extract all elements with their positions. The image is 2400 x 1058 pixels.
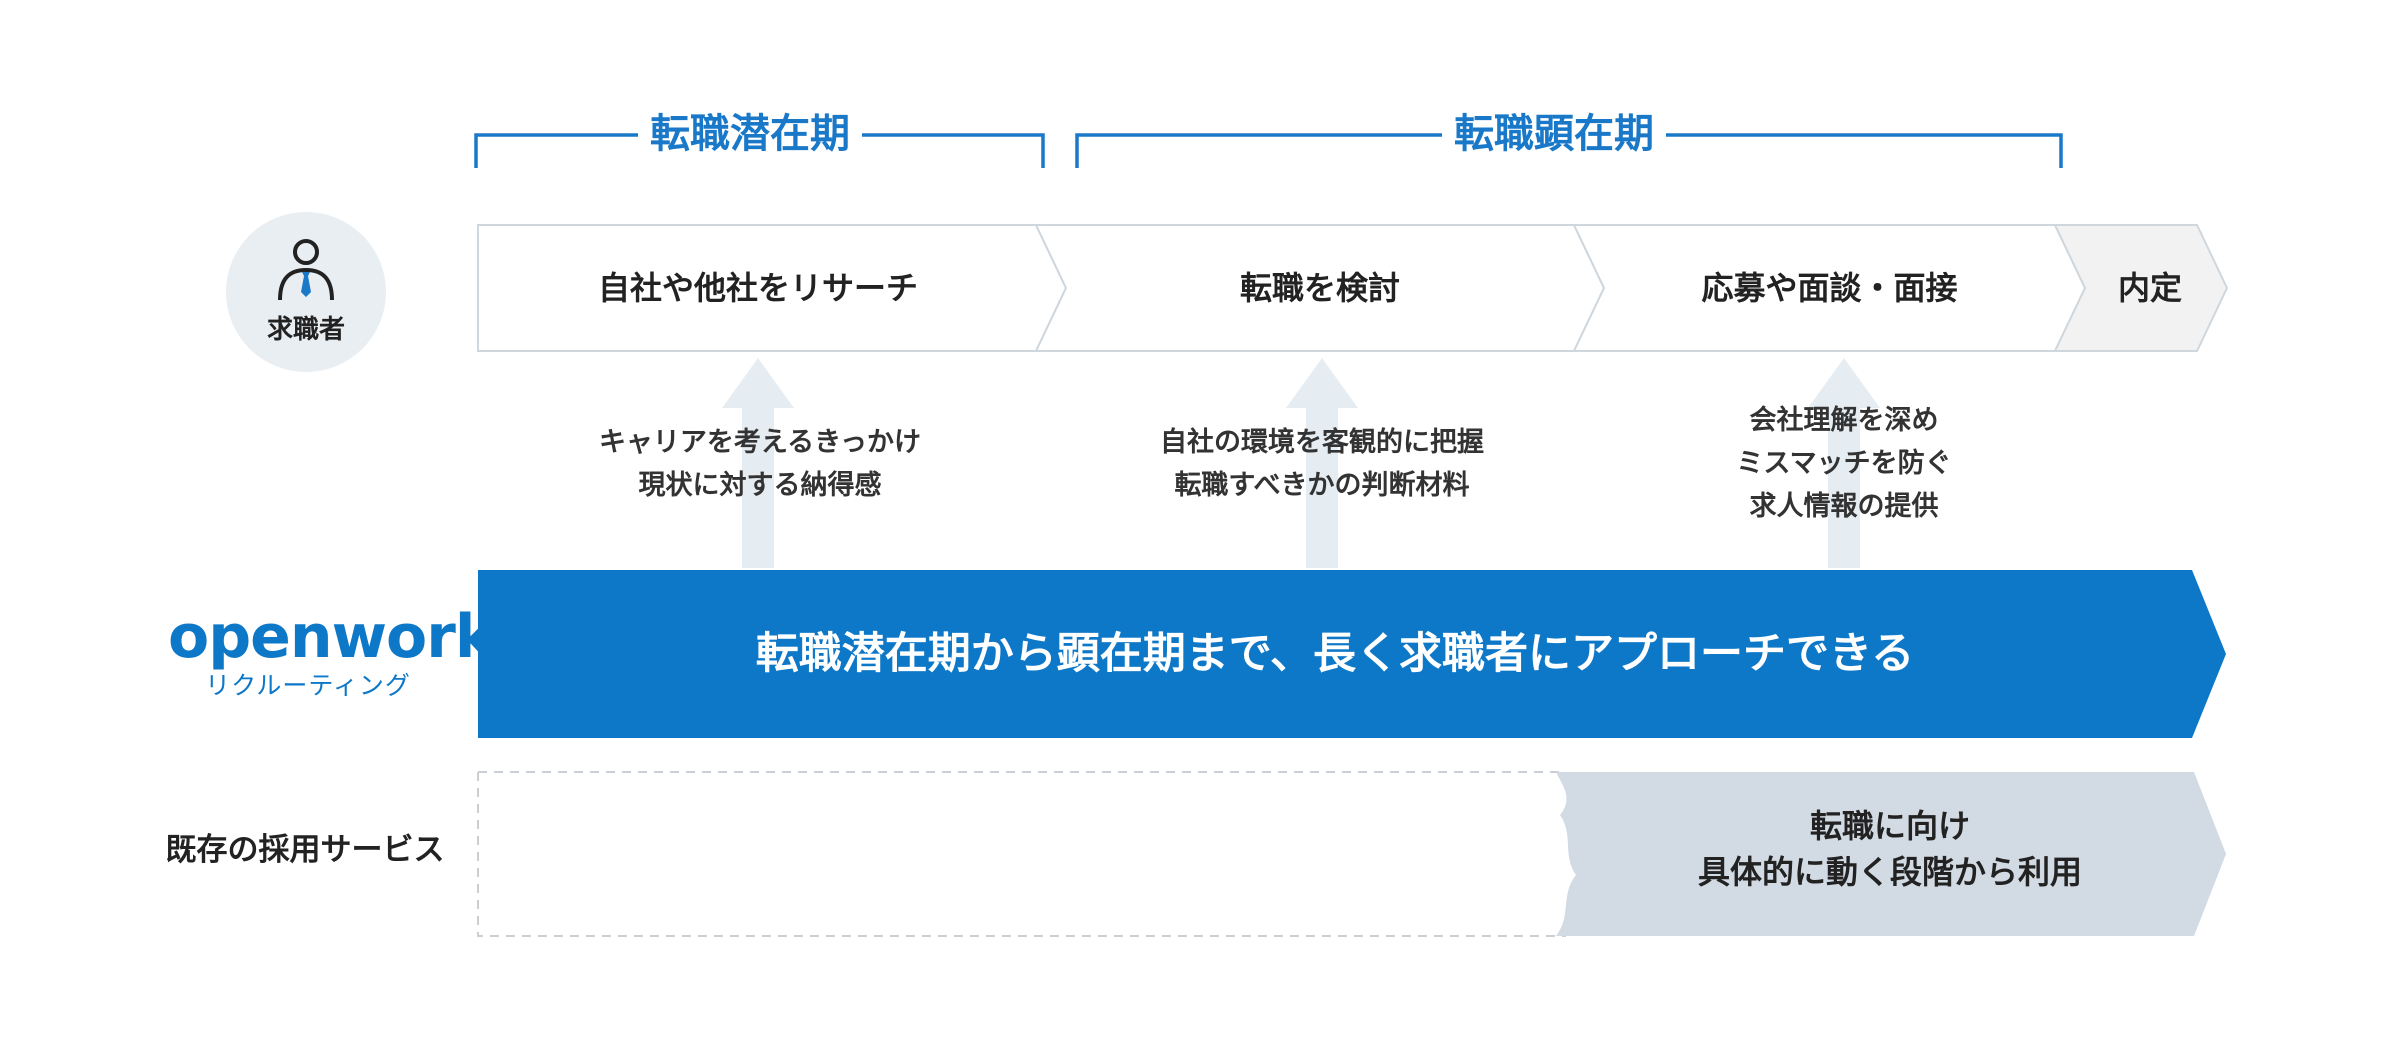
up-arrow-3	[1808, 358, 1880, 568]
up-arrow-1	[722, 358, 794, 568]
openwork-banner	[478, 570, 2226, 738]
uncovered-range	[477, 771, 1566, 937]
active-phase-label: 転職顕在期	[1442, 110, 1666, 158]
openwork-logo: openwork	[168, 602, 495, 672]
existing-service-band	[477, 771, 2226, 937]
step-flow	[477, 224, 2229, 352]
person-icon	[278, 239, 334, 301]
seeker-badge: 求職者	[226, 212, 386, 372]
step-offer: 内定	[2117, 269, 2182, 307]
note-apply: 会社理解を深め ミスマッチを防ぐ 求人情報の提供	[1736, 405, 1952, 522]
covered-range	[1556, 772, 2226, 936]
existing-service-label: 既存の採用サービス	[165, 832, 445, 868]
note-consider: 自社の環境を客観的に把握 転職すべきかの判断材料	[1160, 427, 1484, 501]
step-research: 自社や他社をリサーチ	[597, 269, 918, 307]
existing-service-text: 転職に向け 具体的に動く段階から利用	[1697, 807, 2082, 891]
step-apply-interview: 応募や面談・面接	[1701, 269, 1958, 307]
banner-message: 転職潜在期から顕在期まで、長く求職者にアプローチできる	[755, 629, 1915, 679]
latent-phase-label: 転職潜在期	[638, 110, 862, 158]
step-shape-4	[2053, 224, 2229, 352]
step-consider: 転職を検討	[1239, 269, 1400, 307]
openwork-sub: リクルーティング	[205, 671, 411, 700]
up-arrow-2	[1286, 358, 1358, 568]
up-arrows	[722, 358, 1880, 568]
note-research: キャリアを考えるきっかけ 現状に対する納得感	[598, 427, 922, 501]
seeker-label: 求職者	[266, 315, 345, 345]
